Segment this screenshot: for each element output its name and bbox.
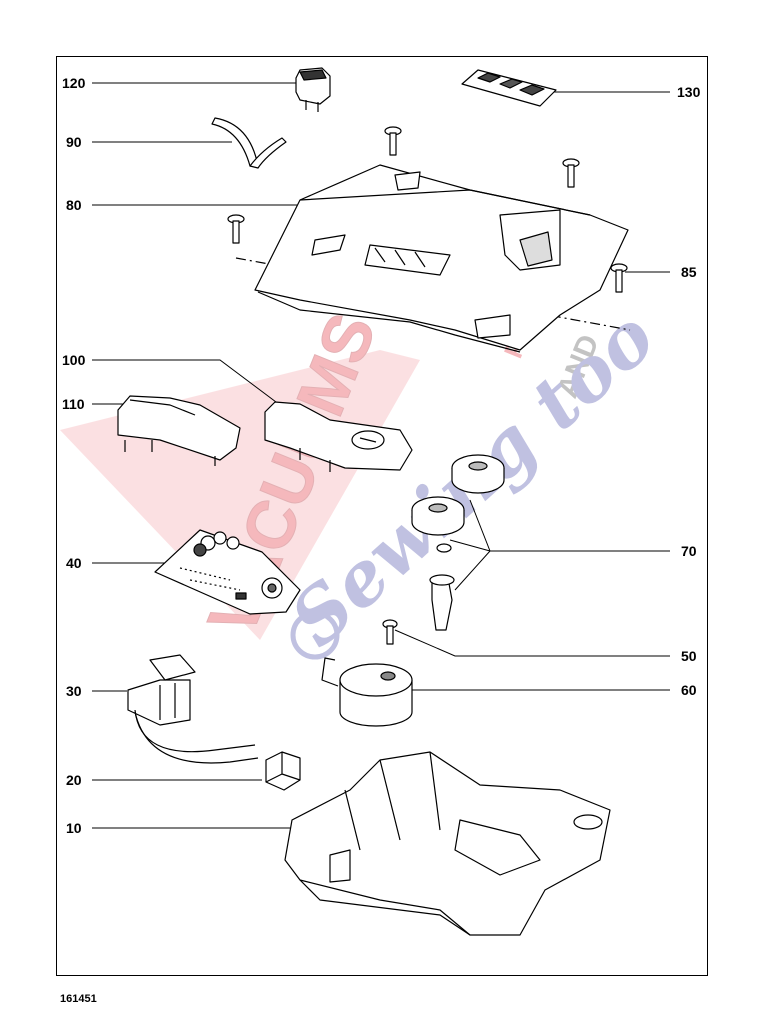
leader-lines <box>92 82 670 829</box>
callout-30: 30 <box>66 683 82 699</box>
callout-100: 100 <box>62 352 86 368</box>
part-130-label-plate <box>461 69 557 107</box>
leader-70c <box>454 550 491 591</box>
part-100-handle-cover <box>264 401 413 472</box>
callout-50: 50 <box>681 648 697 664</box>
callout-130: 130 <box>677 84 701 100</box>
drawing-frame <box>56 56 708 976</box>
leader-70b <box>449 539 491 552</box>
callout-60: 60 <box>681 682 697 698</box>
part-85-screws <box>227 126 628 293</box>
leader-100 <box>92 359 281 406</box>
callout-10: 10 <box>66 820 82 836</box>
leader-50 <box>394 629 670 657</box>
drawing-number: 161451 <box>60 993 97 1005</box>
callout-110: 110 <box>62 396 85 412</box>
callout-85: 85 <box>681 264 697 280</box>
part-10-base-housing <box>284 751 611 936</box>
part-30-wiring-harness <box>127 654 259 764</box>
callout-120: 120 <box>62 75 86 91</box>
callout-40: 40 <box>66 555 82 571</box>
part-80-top-housing <box>254 164 629 353</box>
part-60-motor <box>321 657 413 727</box>
part-110-handle-cover <box>117 395 241 466</box>
callout-80: 80 <box>66 197 82 213</box>
part-artwork <box>117 67 631 936</box>
part-120-switch-cover <box>295 67 331 112</box>
part-70-gears <box>411 454 505 631</box>
watermark-registered-mark <box>290 610 340 660</box>
part-50-screw <box>382 619 398 645</box>
part-40-circuit-board <box>154 529 301 615</box>
part-90-spring-clip <box>211 117 287 169</box>
callout-90: 90 <box>66 134 82 150</box>
part-20-switch <box>265 751 301 791</box>
callout-70: 70 <box>681 543 697 559</box>
callout-20: 20 <box>66 772 82 788</box>
